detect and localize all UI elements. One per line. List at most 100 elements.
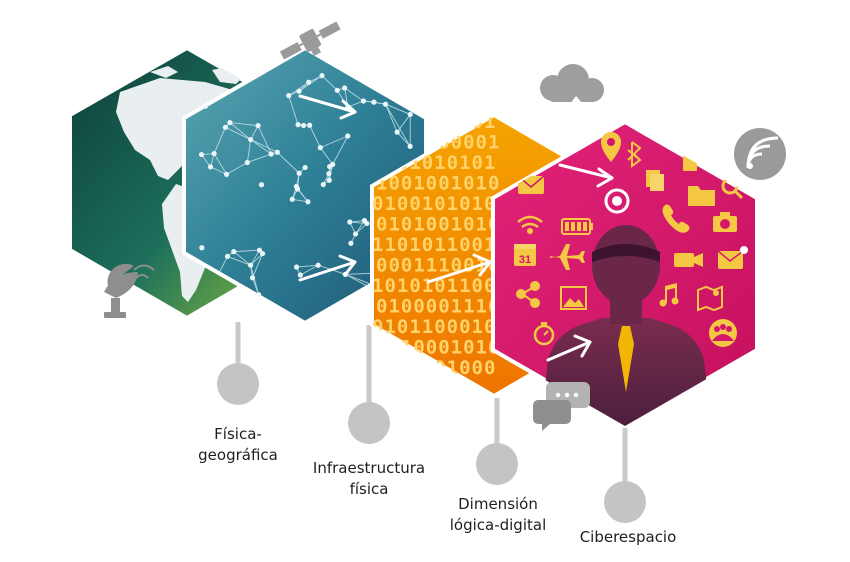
folder-icon bbox=[688, 186, 715, 206]
phone-icon bbox=[662, 204, 690, 233]
label-dimension-logica-digital: Dimensión lógica-digital bbox=[438, 494, 558, 536]
binary-row: 0100001110 bbox=[376, 296, 500, 318]
share-icon bbox=[516, 281, 540, 308]
hexagon-infraestructura-fisica bbox=[182, 45, 428, 326]
wifi-signal-icon bbox=[734, 128, 786, 180]
binary-row: 0100101010 bbox=[372, 193, 496, 215]
label-line: Infraestructura bbox=[312, 459, 426, 477]
network-node bbox=[352, 231, 359, 237]
network-node bbox=[297, 272, 303, 278]
copy-icon bbox=[646, 170, 664, 191]
network-node bbox=[296, 170, 302, 176]
satellite-dish-icon bbox=[104, 263, 155, 318]
airplane-icon bbox=[550, 244, 585, 270]
layer-connectors bbox=[235, 322, 628, 484]
target-icon bbox=[604, 188, 630, 214]
binary-row: 0101100010 bbox=[372, 316, 496, 338]
network-node bbox=[227, 120, 233, 126]
binary-row: 1101011001 bbox=[372, 234, 496, 256]
music-note-icon bbox=[659, 283, 679, 307]
people-icon bbox=[709, 319, 737, 347]
network-node bbox=[247, 262, 254, 268]
node-dimension-logica-digital bbox=[476, 443, 518, 485]
network-node bbox=[382, 101, 389, 107]
network-node bbox=[317, 145, 323, 151]
network-node bbox=[348, 240, 354, 246]
label-fisica-geografica: Física- geográfica bbox=[186, 424, 290, 466]
label-infraestructura-fisica: Infraestructura física bbox=[300, 458, 438, 500]
network-node bbox=[361, 217, 368, 224]
network-node bbox=[248, 136, 254, 143]
network-node bbox=[407, 143, 413, 149]
arrow-1 bbox=[298, 94, 357, 114]
chat-bubbles-icon bbox=[533, 382, 590, 431]
binary-row: 1001001010 bbox=[376, 173, 500, 195]
wifi-icon bbox=[517, 215, 543, 235]
network-node bbox=[315, 262, 321, 268]
satellite-icon bbox=[279, 21, 341, 60]
label-line: lógica-digital bbox=[449, 516, 547, 534]
network-node bbox=[198, 151, 205, 158]
network-node bbox=[268, 151, 274, 157]
battery-icon bbox=[561, 218, 593, 235]
network-node bbox=[211, 150, 217, 157]
calendar-day: 31 bbox=[519, 254, 531, 266]
network-node bbox=[293, 183, 300, 190]
network-node bbox=[286, 93, 292, 99]
network-node bbox=[319, 73, 325, 79]
camera-icon bbox=[713, 212, 737, 232]
network-node bbox=[295, 122, 301, 128]
network-node bbox=[307, 122, 313, 128]
network-node bbox=[334, 87, 340, 93]
bluetooth-icon bbox=[627, 141, 642, 168]
label-line: física bbox=[349, 480, 389, 498]
label-ciberespacio: Ciberespacio bbox=[566, 527, 690, 548]
network-node bbox=[347, 219, 353, 225]
network-node bbox=[296, 88, 302, 94]
network-node bbox=[371, 99, 377, 105]
network-node bbox=[222, 124, 229, 130]
network-node bbox=[233, 67, 239, 73]
network-node bbox=[259, 250, 266, 257]
label-line: geográfica bbox=[198, 446, 278, 464]
network-node bbox=[306, 79, 312, 85]
stopwatch-icon bbox=[533, 322, 555, 346]
network-node bbox=[207, 164, 214, 170]
network-node bbox=[326, 171, 332, 177]
network-node bbox=[274, 149, 280, 155]
network-node bbox=[407, 111, 413, 118]
network-node bbox=[231, 249, 237, 255]
email-notification-icon bbox=[717, 246, 748, 269]
network-node bbox=[300, 122, 307, 129]
binary-row: 0101001010 bbox=[376, 214, 500, 236]
label-line: Ciberespacio bbox=[579, 528, 677, 546]
network-node bbox=[289, 196, 295, 202]
video-camera-icon bbox=[674, 253, 703, 267]
network-node bbox=[255, 123, 261, 129]
label-line: Dimensión bbox=[458, 495, 538, 513]
location-pin-icon bbox=[601, 132, 621, 162]
map-icon bbox=[697, 285, 723, 312]
network-node bbox=[249, 275, 256, 281]
network-node bbox=[394, 129, 400, 135]
network-node bbox=[258, 182, 265, 188]
node-infraestructura-fisica bbox=[348, 402, 390, 444]
network-node bbox=[199, 245, 205, 251]
network-node bbox=[326, 177, 332, 183]
network-node bbox=[256, 247, 263, 253]
binary-row: 0001110010 bbox=[376, 255, 500, 277]
network-node bbox=[330, 161, 336, 168]
network-node bbox=[224, 253, 231, 260]
network-node bbox=[302, 164, 308, 171]
network-node bbox=[293, 264, 300, 270]
calendar-icon: 31 bbox=[514, 244, 536, 266]
binary-row: 1010101100 bbox=[372, 275, 496, 297]
network-node bbox=[342, 85, 348, 91]
network-node bbox=[223, 171, 230, 177]
network-node bbox=[234, 299, 241, 305]
binary-row: 1011101000 bbox=[372, 357, 496, 379]
hexagon-ciberespacio: 31 bbox=[491, 119, 759, 429]
network-node bbox=[305, 199, 311, 205]
